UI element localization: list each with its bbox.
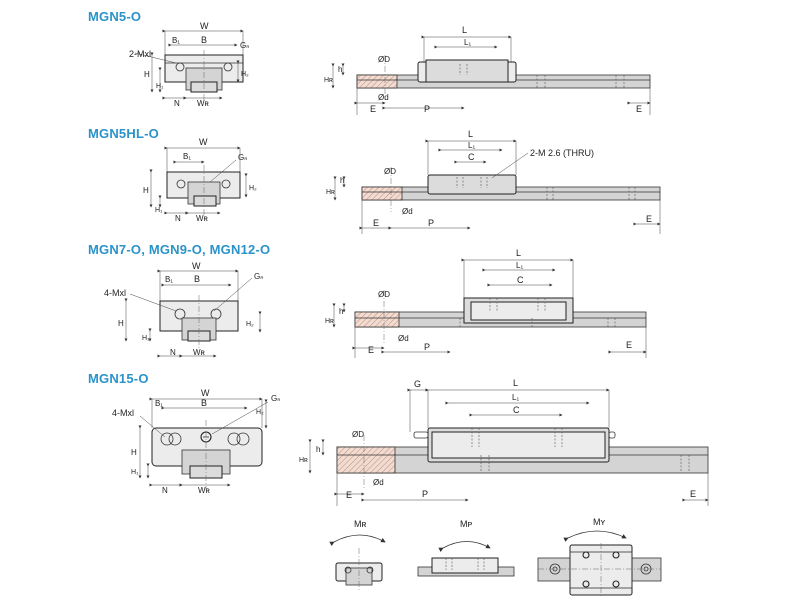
mgn5hl-p-label: P bbox=[428, 218, 434, 228]
mgn7-l1-label: L₁ bbox=[516, 261, 523, 270]
mgn15-e-label: E bbox=[346, 490, 352, 500]
mgn5-sh-label: h bbox=[338, 65, 342, 74]
mgn5hl-hr-label: Hʀ bbox=[326, 189, 335, 196]
mgn5hl-l-label: L bbox=[468, 129, 473, 139]
mgn5hl-side-view bbox=[333, 139, 661, 234]
mgn5-h1-label: H₁ bbox=[156, 83, 164, 90]
moment-mr-diagram bbox=[329, 534, 386, 592]
mgn7-front-view bbox=[124, 269, 262, 358]
mgn5-b-label: B bbox=[201, 35, 207, 45]
mgn7-side-view bbox=[332, 258, 647, 358]
mgn15-hr-label: Hʀ bbox=[299, 457, 308, 464]
mgn15-p-label: P bbox=[422, 489, 428, 499]
mgn15-h-label: H bbox=[131, 448, 137, 457]
mgn7-e-label: E bbox=[368, 345, 374, 355]
mgn5-sd-label: Ød bbox=[378, 93, 389, 102]
mgn15-side-view bbox=[308, 388, 709, 506]
moment-mp-label: Mᴘ bbox=[460, 519, 472, 529]
mgn5-side-view bbox=[331, 35, 651, 115]
mgn15-h1-label: H₁ bbox=[131, 469, 139, 476]
mgn5hl-h-label: H bbox=[143, 186, 149, 195]
mgn15-wr-label: Wʀ bbox=[198, 486, 211, 495]
mgn5hl-b1-label: B₁ bbox=[183, 152, 191, 161]
mgn7-h1-label: H₁ bbox=[142, 335, 150, 342]
moment-mr-label: Mʀ bbox=[354, 519, 366, 529]
mgn7-mxl-label: 4-Mxl bbox=[104, 288, 126, 298]
mgn7-sh-label: h bbox=[339, 307, 343, 316]
mgn5hl-w-label: W bbox=[199, 137, 208, 147]
mgn5-n-label: N bbox=[174, 99, 180, 108]
mgn7-h2-label: H₂ bbox=[246, 321, 254, 328]
mgn15-mxl-label: 4-Mxl bbox=[112, 408, 134, 418]
mgn5-l1-label: L₁ bbox=[464, 38, 471, 47]
mgn7-b1-label: B₁ bbox=[165, 275, 173, 284]
mgn15-w-label: W bbox=[201, 388, 210, 398]
mgn7-c-label: C bbox=[517, 275, 524, 285]
mgn5hl-d-label: ØD bbox=[384, 167, 396, 176]
mgn15-d-label: ØD bbox=[352, 430, 364, 439]
mgn5hl-wr-label: Wʀ bbox=[196, 214, 209, 223]
mgn5-p-label: P bbox=[424, 104, 430, 114]
mgn7-n-label: N bbox=[170, 348, 176, 357]
mgn5hl-sh-label: h bbox=[340, 176, 344, 185]
mgn5-wr-label: Wʀ bbox=[197, 99, 210, 108]
mgn5-w-label: W bbox=[200, 21, 209, 31]
mgn15-g-label: G bbox=[414, 379, 421, 389]
mgn5hl-l1-label: L₁ bbox=[468, 141, 475, 150]
mgn7-e2-label: E bbox=[626, 340, 632, 350]
mgn7-l-label: L bbox=[516, 248, 521, 258]
mgn5-h-label: H bbox=[144, 70, 150, 79]
mgn7-hr-label: Hʀ bbox=[325, 318, 334, 325]
mgn15-l1-label: L₁ bbox=[512, 393, 519, 402]
moment-my-diagram bbox=[537, 530, 662, 597]
mgn15-c-label: C bbox=[513, 405, 520, 415]
mgn5-l-label: L bbox=[462, 25, 467, 35]
moment-mp-diagram bbox=[417, 541, 515, 577]
mgn5-front-view bbox=[134, 29, 244, 100]
mgn7-sd-label: Ød bbox=[398, 334, 409, 343]
mgn5-d-label: ØD bbox=[378, 55, 390, 64]
mgn5hl-n-label: N bbox=[175, 214, 181, 223]
mgn7-p-label: P bbox=[424, 342, 430, 352]
mgn7-gn-label: Gₙ bbox=[254, 272, 263, 281]
mgn5hl-c-label: C bbox=[468, 152, 475, 162]
section-title-mgn5hl: MGN5HL-O bbox=[88, 126, 159, 141]
mgn5hl-h1-label: H₁ bbox=[155, 207, 163, 214]
section-title-mgn15: MGN15-O bbox=[88, 371, 149, 386]
mgn7-wr-label: Wʀ bbox=[193, 348, 206, 357]
mgn15-gn-label: Gₙ bbox=[271, 394, 280, 403]
mgn7-b-label: B bbox=[194, 274, 200, 284]
mgn15-b1-label: B₁ bbox=[155, 399, 163, 408]
mgn15-front-view bbox=[138, 397, 269, 490]
moment-my-label: Mʏ bbox=[593, 517, 605, 527]
mgn15-e2-label: E bbox=[690, 489, 696, 499]
mgn5hl-e2-label: E bbox=[646, 214, 652, 224]
mgn5-e-label: E bbox=[370, 104, 376, 114]
mgn5hl-h2-label: H₂ bbox=[249, 185, 257, 192]
mgn5hl-thru-label: 2-M 2.6 (THRU) bbox=[530, 148, 594, 158]
mgn5hl-front-view bbox=[149, 146, 248, 215]
mgn15-n-label: N bbox=[162, 486, 168, 495]
mgn5hl-e-label: E bbox=[373, 218, 379, 228]
mgn7-h-label: H bbox=[118, 319, 124, 328]
mgn15-sd-label: Ød bbox=[373, 478, 384, 487]
mgn7-d-label: ØD bbox=[378, 290, 390, 299]
mgn15-l-label: L bbox=[513, 378, 518, 388]
mgn15-sh-label: h bbox=[316, 445, 320, 454]
section-title-mgn5: MGN5-O bbox=[88, 9, 142, 24]
mgn5-gn-label: Gₙ bbox=[240, 41, 249, 50]
mgn15-h2-label: H₂ bbox=[256, 409, 264, 416]
mgn5-hr-label: Hʀ bbox=[324, 77, 333, 84]
mgn5-e2-label: E bbox=[636, 104, 642, 114]
mgn5hl-sd-label: Ød bbox=[402, 207, 413, 216]
mgn5hl-gn-label: Gₙ bbox=[238, 153, 247, 162]
mgn15-b-label: B bbox=[201, 398, 207, 408]
mgn5-mxl-label: 2-Mxl bbox=[129, 49, 151, 59]
section-title-mgn7-9-12: MGN7-O, MGN9-O, MGN12-O bbox=[88, 242, 271, 257]
mgn7-w-label: W bbox=[192, 261, 201, 271]
mgn5-b1-label: B₁ bbox=[172, 36, 180, 45]
mgn5-h2-label: H₂ bbox=[241, 71, 249, 78]
